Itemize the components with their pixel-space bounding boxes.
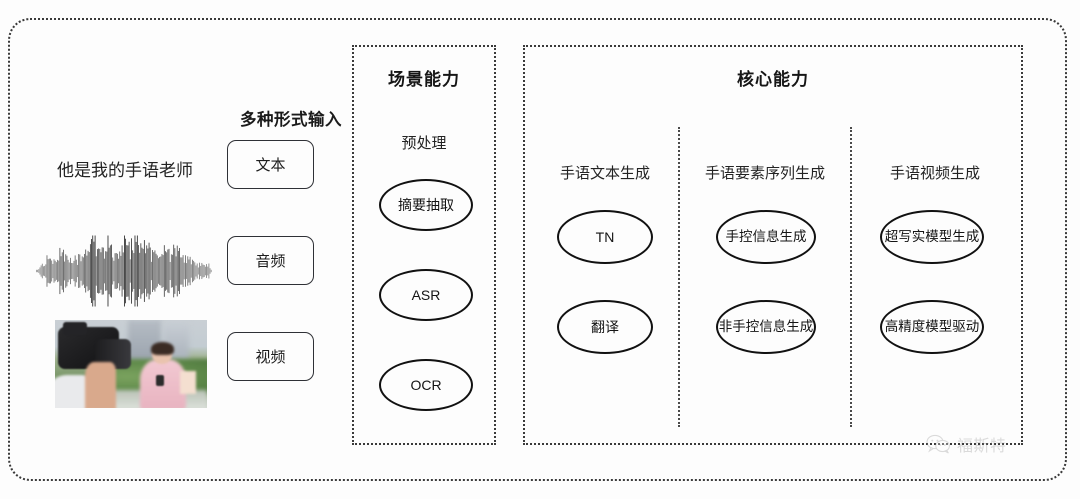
input-row-text: 他是我的手语老师 文本 <box>20 130 330 222</box>
watermark: 福斯特 <box>926 432 1007 456</box>
thumb-camera-hood <box>62 321 87 335</box>
core-node-tn[interactable]: TN <box>557 210 653 264</box>
core-column-divider-1 <box>678 127 680 427</box>
modality-button-video[interactable]: 视频 <box>227 332 314 381</box>
core-node-high-precision-drive[interactable]: 高精度模型驱动 <box>880 300 984 354</box>
scene-group-label: 预处理 <box>401 135 447 152</box>
core-node-photoreal-model[interactable]: 超写实模型生成 <box>880 210 984 264</box>
core-column-label-video-generation: 手语视频生成 <box>889 165 980 182</box>
input-row-audio: 音频 <box>20 226 330 318</box>
scene-node-summary[interactable]: 摘要抽取 <box>379 179 473 231</box>
core-node-manual-info[interactable]: 手控信息生成 <box>716 210 816 264</box>
core-column-divider-2 <box>850 127 852 427</box>
core-column-label-text-generation: 手语文本生成 <box>559 165 650 182</box>
scene-capability-panel: 场景能力 预处理 摘要抽取 ASR OCR <box>352 45 496 445</box>
input-section-heading: 多种形式输入 <box>240 111 342 129</box>
thumb-reporter-hair <box>150 342 174 356</box>
input-row-video: 视频 <box>20 320 330 414</box>
watermark-text: 福斯特 <box>957 438 1007 455</box>
scene-node-ocr[interactable]: OCR <box>379 359 473 411</box>
thumb-microphone <box>156 374 164 386</box>
text-sample-label: 他是我的手语老师 <box>57 161 193 180</box>
wechat-icon <box>926 434 950 454</box>
modality-button-audio[interactable]: 音频 <box>227 236 314 285</box>
core-column-label-element-sequence: 手语要素序列生成 <box>704 165 825 182</box>
audio-waveform-icon <box>36 235 212 307</box>
video-thumbnail-image <box>55 320 207 408</box>
thumb-notepad <box>179 371 197 394</box>
core-node-non-manual-info[interactable]: 非手控信息生成 <box>716 300 816 354</box>
core-panel-title: 核心能力 <box>737 70 809 89</box>
outer-dotted-frame <box>8 18 1067 481</box>
input-section: 多种形式输入 他是我的手语老师 文本 音频 <box>20 90 342 430</box>
scene-node-asr[interactable]: ASR <box>379 269 473 321</box>
core-node-translation[interactable]: 翻译 <box>557 300 653 354</box>
scene-panel-title: 场景能力 <box>388 70 460 89</box>
core-capability-panel: 核心能力 手语文本生成 TN 翻译 手语要素序列生成 手控信息生成 非手控信息生… <box>523 45 1023 445</box>
modality-button-text[interactable]: 文本 <box>227 140 314 189</box>
thumb-operator-arm <box>85 362 116 408</box>
